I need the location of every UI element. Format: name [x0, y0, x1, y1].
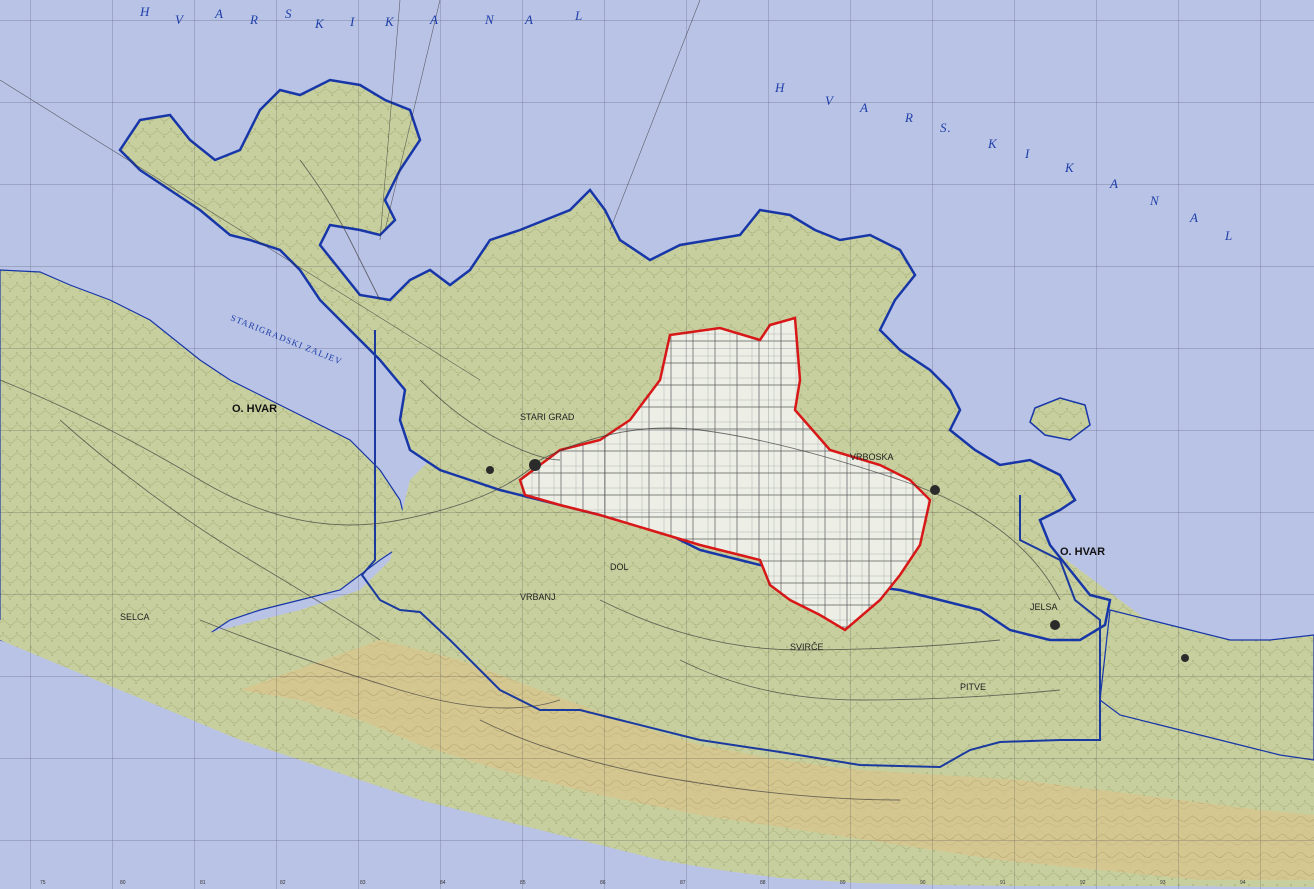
svg-text:92: 92	[1080, 880, 1086, 886]
town-label-dol: DOL	[610, 562, 629, 572]
svg-text:A: A	[429, 12, 439, 27]
svg-text:A: A	[524, 12, 534, 27]
svg-text:R: R	[904, 110, 914, 125]
svg-text:I: I	[349, 14, 355, 29]
town-label-vrboska: VRBOSKA	[850, 452, 894, 462]
town-label-pitve: PITVE	[960, 682, 986, 692]
svg-text:S.: S.	[940, 120, 952, 135]
town-label-jelsa: JELSA	[1030, 602, 1058, 612]
svg-text:H: H	[139, 4, 150, 19]
svg-text:A: A	[214, 6, 224, 21]
svg-text:K: K	[314, 16, 325, 31]
sea-label-hvarski-kanal-top: H V A R S K I K A N A L	[139, 4, 583, 31]
svg-text:A: A	[859, 100, 869, 115]
svg-text:81: 81	[200, 880, 206, 886]
svg-text:75: 75	[40, 880, 46, 886]
svg-text:N: N	[484, 12, 495, 27]
svg-text:S: S	[285, 6, 293, 21]
svg-text:80: 80	[120, 880, 126, 886]
town-markers	[486, 459, 1189, 662]
svg-text:89: 89	[840, 880, 846, 886]
island-label-east: O. HVAR	[1060, 546, 1105, 558]
svg-text:85: 85	[520, 880, 526, 886]
svg-text:L: L	[574, 8, 583, 23]
svg-text:87: 87	[680, 880, 686, 886]
svg-text:A: A	[1109, 176, 1119, 191]
svg-text:V: V	[175, 12, 185, 27]
svg-text:V: V	[825, 93, 835, 108]
town-label-selca: SELCA	[120, 612, 150, 622]
svg-text:K: K	[987, 136, 998, 151]
cable-lines	[0, 0, 701, 381]
sea-label-hvarski-kanal-right: H V A R S. K I K A N A L	[774, 80, 1233, 243]
island-label-west: O. HVAR	[232, 403, 277, 415]
town-label-stari-grad: STARI GRAD	[520, 412, 575, 422]
svg-text:K: K	[1064, 160, 1075, 175]
svg-text:82: 82	[280, 880, 286, 886]
svg-text:N: N	[1149, 193, 1160, 208]
svg-text:83: 83	[360, 880, 366, 886]
svg-text:84: 84	[440, 880, 446, 886]
town-label-svirce: SVIRČE	[790, 642, 824, 652]
svg-text:91: 91	[1000, 880, 1006, 886]
svg-text:R: R	[249, 12, 259, 27]
bottom-tick-labels: 75 80 81 82 83 84 85 86 87 88 89 90 91 9…	[40, 880, 1246, 886]
svg-text:86: 86	[600, 880, 606, 886]
svg-text:A: A	[1189, 210, 1199, 225]
svg-text:93: 93	[1160, 880, 1166, 886]
svg-text:88: 88	[760, 880, 766, 886]
svg-text:I: I	[1024, 146, 1030, 161]
svg-text:H: H	[774, 80, 785, 95]
svg-text:L: L	[1224, 228, 1233, 243]
svg-text:K: K	[384, 14, 395, 29]
svg-text:94: 94	[1240, 880, 1246, 886]
town-label-vrbanj: VRBANJ	[520, 592, 556, 602]
svg-text:90: 90	[920, 880, 926, 886]
